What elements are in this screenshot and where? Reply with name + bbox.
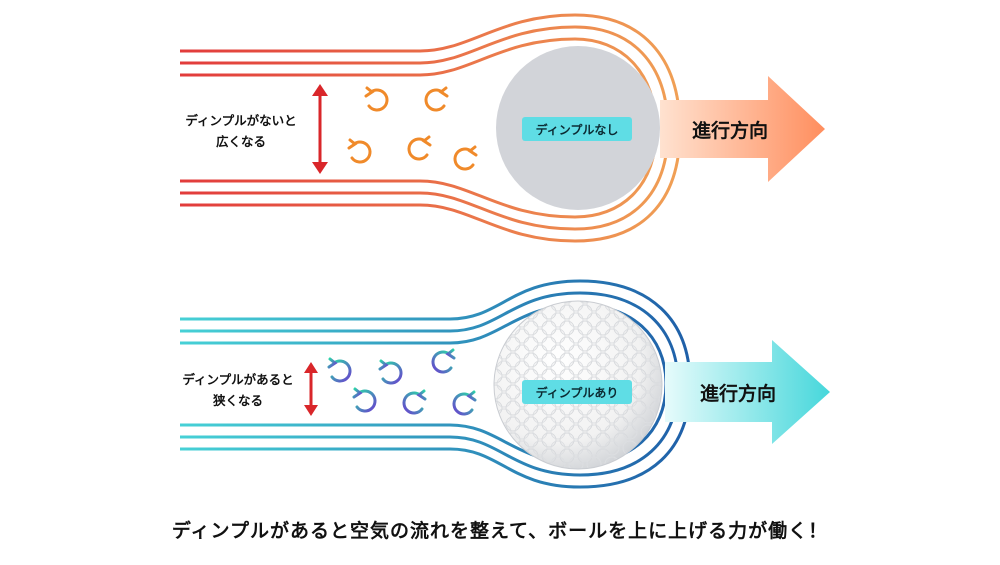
top-streamlines [180, 13, 682, 243]
top-streamline-6 [180, 129, 682, 243]
top-streamline-2 [180, 25, 670, 131]
top-left-label-line2: 広くなる [216, 134, 266, 149]
bottom-streamline-5 [180, 383, 680, 477]
top-left-label-line1: ディンプルがないと [185, 113, 296, 128]
top-arrow-label: 進行方向 [692, 119, 768, 142]
top-streamline-4 [180, 129, 658, 219]
vortex-icon [407, 135, 432, 161]
bottom-arrow-label: 進行方向 [700, 382, 776, 405]
top-streamline-5 [180, 129, 670, 231]
caption: ディンプルがあると空気の流れを整えて、ボールを上に上げる力が働く！ [171, 520, 829, 542]
vortex-icon [453, 145, 478, 171]
top-direction-arrow: 進行方向 [660, 76, 825, 182]
bottom-streamline-2 [180, 291, 680, 385]
bottom-ball-label: ディンプルあり [522, 380, 632, 404]
bottom-direction-arrow: 進行方向 [665, 340, 830, 444]
vortex-icon [347, 138, 372, 164]
top-ball-label-text: ディンプルなし [536, 122, 619, 137]
vortex-icon [431, 348, 456, 374]
top-ball-label: ディンプルなし [522, 117, 632, 141]
top-width-arrow [312, 84, 328, 174]
top-panel: 進行方向 ディンプルなし ディンプルがないと 広くなる [180, 13, 825, 243]
top-streamline-1 [180, 13, 682, 131]
bottom-streamline-6 [180, 383, 692, 489]
vortex-icon [402, 389, 427, 415]
bottom-vortices [327, 348, 477, 416]
vortex-icon [452, 390, 477, 416]
bottom-left-label-line2: 狭くなる [212, 393, 263, 408]
top-streamline-3 [180, 37, 658, 131]
vortex-icon [364, 86, 389, 112]
bottom-ball-label-text: ディンプルあり [536, 385, 619, 400]
bottom-width-arrow [304, 362, 318, 416]
bottom-streamline-1 [180, 279, 692, 385]
vortex-icon [424, 86, 449, 112]
bottom-panel: 進行方向 ディンプルあり ディンプルがあると 狭くなる [180, 279, 830, 489]
top-vortices [347, 86, 478, 171]
vortex-icon [327, 357, 352, 383]
vortex-icon [352, 387, 377, 413]
vortex-icon [378, 359, 403, 385]
bottom-left-label-line1: ディンプルがあると [182, 372, 293, 387]
